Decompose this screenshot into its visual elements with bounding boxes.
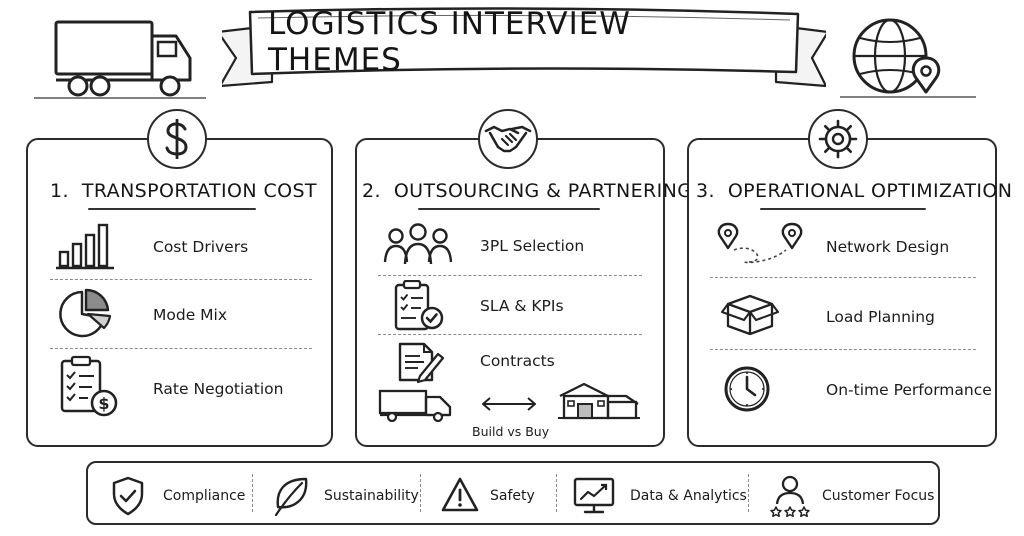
item-sla-kpis: SLA & KPIs bbox=[480, 297, 564, 315]
handshake-icon bbox=[484, 125, 532, 153]
column-1-title-rule bbox=[88, 208, 256, 210]
column-3-divider-2 bbox=[710, 349, 976, 350]
truck-icon bbox=[34, 20, 206, 99]
customer-stars-icon bbox=[770, 475, 810, 518]
column-3-head bbox=[808, 109, 868, 169]
monitor-chart-icon bbox=[573, 477, 615, 514]
pie-chart-icon bbox=[59, 288, 112, 338]
item-rate-negotiation: Rate Negotiation bbox=[153, 380, 284, 398]
item-contracts: Contracts bbox=[480, 352, 555, 370]
column-1-number: 1. bbox=[50, 180, 69, 202]
item-on-time-performance: On-time Performance bbox=[826, 381, 992, 399]
column-2-divider-1 bbox=[378, 275, 642, 276]
footer-divider-3 bbox=[556, 474, 557, 512]
box-truck-icon bbox=[378, 389, 452, 422]
footer-data-analytics: Data & Analytics bbox=[630, 488, 747, 504]
globe-pin-icon bbox=[840, 18, 976, 98]
column-1-divider-2 bbox=[50, 348, 312, 349]
item-cost-drivers: Cost Drivers bbox=[153, 238, 249, 256]
shield-check-icon bbox=[112, 476, 144, 516]
footer-safety: Safety bbox=[490, 488, 535, 504]
column-2-number: 2. bbox=[362, 180, 381, 202]
footer-divider-4 bbox=[748, 474, 749, 512]
clipboard-check-icon bbox=[394, 280, 444, 331]
footer-themes-bar bbox=[86, 461, 940, 525]
column-3-number: 3. bbox=[696, 180, 715, 202]
column-1-head bbox=[147, 109, 207, 169]
column-operational-optimization bbox=[687, 138, 997, 447]
double-arrow-icon bbox=[482, 397, 536, 411]
gear-icon bbox=[818, 119, 858, 159]
map-route-icon bbox=[717, 222, 803, 264]
svg-text:$: $ bbox=[98, 394, 109, 413]
item-3pl-selection: 3PL Selection bbox=[480, 237, 585, 255]
box-icon bbox=[720, 294, 780, 336]
column-3-heading: OPERATIONAL OPTIMIZATION bbox=[727, 180, 1013, 202]
column-1-heading: TRANSPORTATION COST bbox=[81, 180, 317, 202]
column-1-title: 1. TRANSPORTATION COST bbox=[50, 180, 317, 202]
column-2-heading: OUTSOURCING & PARTNERING bbox=[393, 180, 693, 202]
column-2-head bbox=[478, 109, 538, 169]
footer-divider-2 bbox=[420, 474, 421, 512]
leaf-icon bbox=[274, 477, 308, 517]
column-3-title-rule bbox=[760, 208, 926, 210]
item-mode-mix: Mode Mix bbox=[153, 306, 228, 324]
clipboard-dollar-icon: $ bbox=[60, 355, 118, 417]
bar-chart-icon bbox=[56, 223, 114, 270]
page-title: LOGISTICS INTERVIEW THEMES bbox=[268, 6, 631, 78]
warehouse-icon bbox=[558, 382, 640, 420]
footer-sustainability: Sustainability bbox=[324, 488, 419, 504]
column-2-title: 2. OUTSOURCING & PARTNERING bbox=[362, 180, 692, 202]
build-vs-buy-label: Build vs Buy bbox=[472, 424, 550, 439]
column-3-title: 3. OPERATIONAL OPTIMIZATION bbox=[696, 180, 1012, 202]
footer-customer-focus: Customer Focus bbox=[822, 488, 935, 504]
item-network-design: Network Design bbox=[826, 238, 950, 256]
people-group-icon bbox=[383, 223, 453, 265]
title-banner bbox=[222, 7, 826, 88]
column-1-divider-1 bbox=[50, 279, 312, 280]
item-load-planning: Load Planning bbox=[826, 308, 935, 326]
warning-icon bbox=[441, 477, 479, 512]
dollar-icon bbox=[165, 119, 188, 159]
contract-pen-icon bbox=[398, 342, 445, 384]
column-3-divider-1 bbox=[710, 277, 976, 278]
clock-icon bbox=[724, 366, 770, 412]
column-2-title-rule bbox=[418, 208, 600, 210]
footer-compliance: Compliance bbox=[163, 488, 246, 504]
column-2-divider-2 bbox=[378, 334, 642, 335]
footer-divider-1 bbox=[252, 474, 253, 512]
